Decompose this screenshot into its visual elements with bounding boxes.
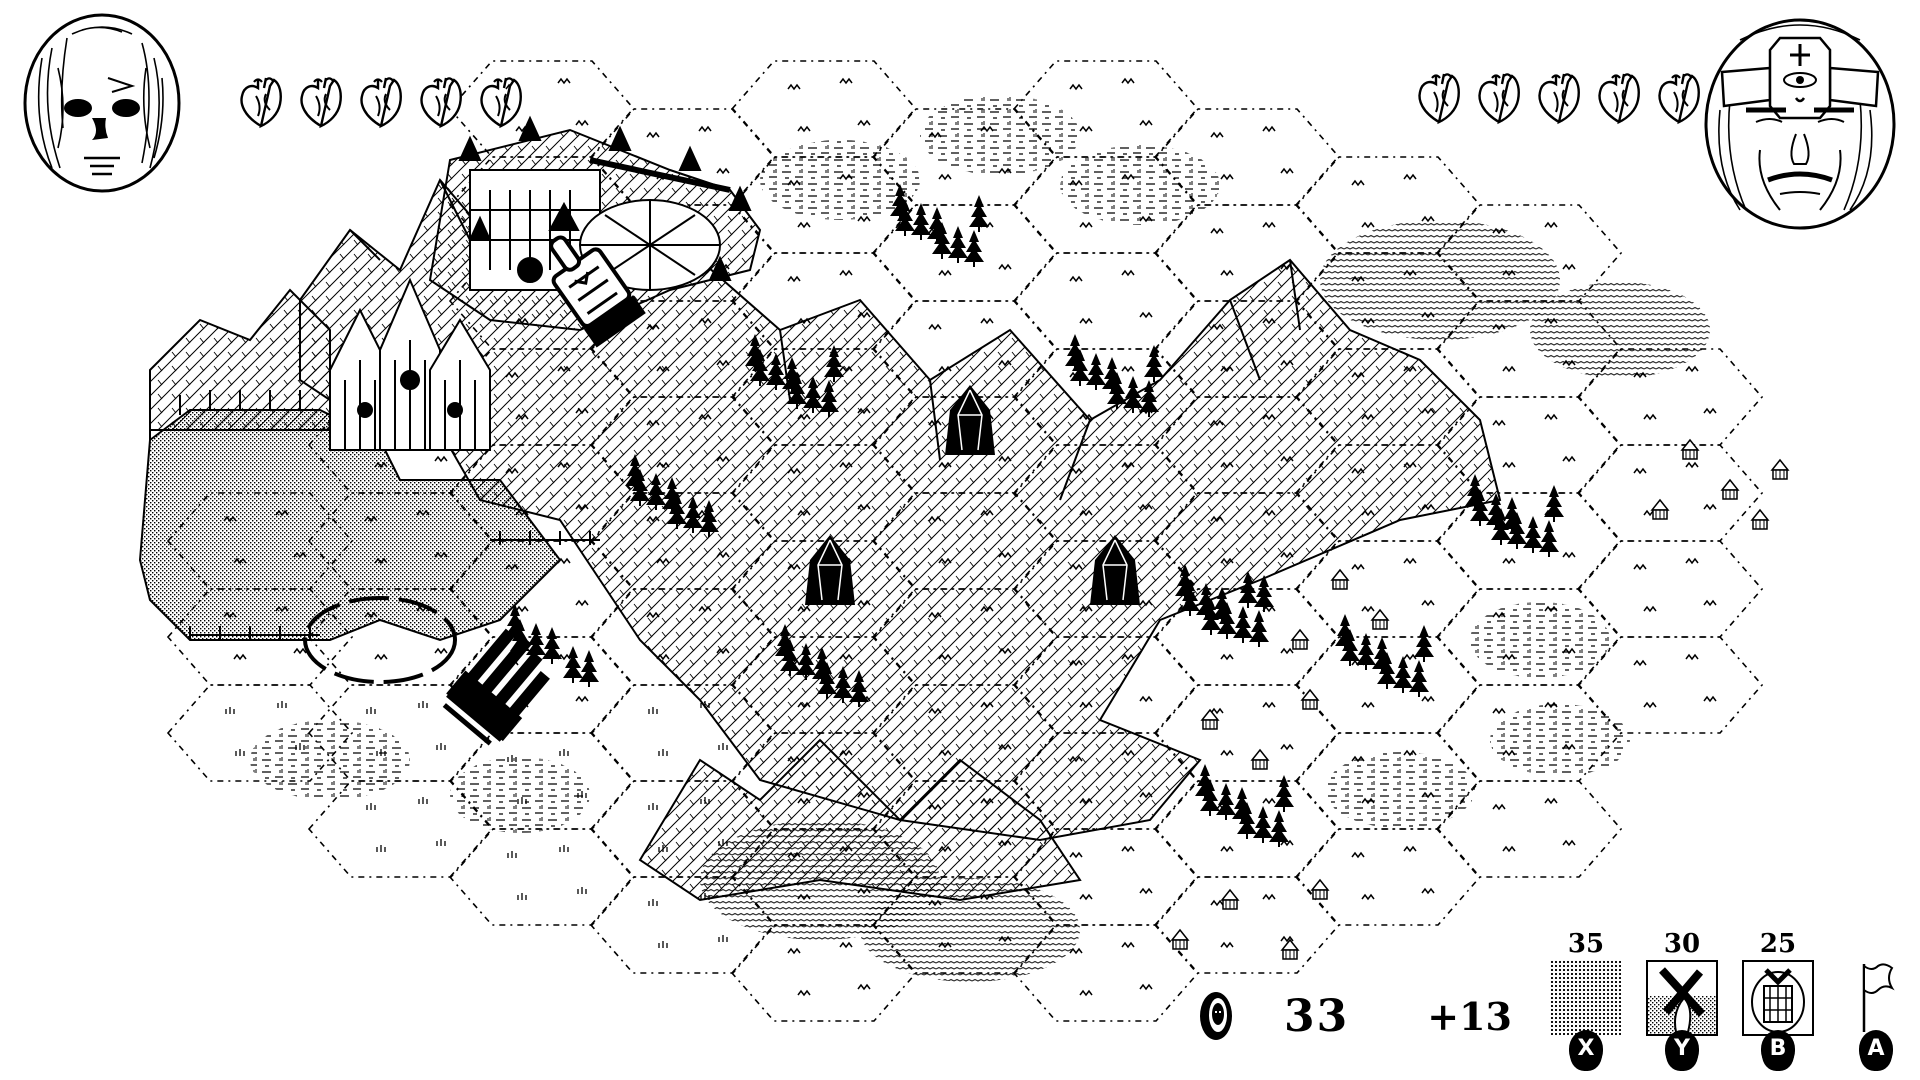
hex-tile[interactable] <box>1294 156 1482 254</box>
hex-tile[interactable] <box>1153 108 1341 206</box>
hex-tile[interactable] <box>1294 540 1482 638</box>
hex-tile[interactable] <box>730 60 918 158</box>
terrain-field-icon <box>1550 960 1622 1036</box>
heart-icon <box>1418 72 1460 124</box>
resource-value: 33 <box>1284 990 1350 1042</box>
skull-coin-icon <box>1200 992 1232 1040</box>
action-cost: 25 <box>1759 929 1797 959</box>
hex-tile[interactable] <box>1576 348 1764 446</box>
left-player-portrait <box>22 8 182 194</box>
heart-icon <box>1478 72 1520 124</box>
crystal-tent[interactable] <box>945 385 995 455</box>
button-a[interactable]: A <box>1859 1030 1893 1068</box>
button-b[interactable]: B <box>1761 1030 1795 1068</box>
hex-tile[interactable] <box>1576 540 1764 638</box>
windmill-icon <box>1646 960 1718 1036</box>
button-x[interactable]: X <box>1569 1030 1603 1068</box>
action-tower[interactable]: 25 B <box>1738 930 1818 1068</box>
right-player-hearts <box>1414 70 1704 126</box>
wetland-tiles <box>700 220 1710 982</box>
white-flag-icon <box>1840 960 1912 1036</box>
action-surrender-flag[interactable]: A <box>1836 930 1916 1068</box>
hex-tile[interactable] <box>1153 876 1341 974</box>
hex-tile[interactable] <box>448 60 636 158</box>
resource-counter: 33 +13 <box>1196 990 1512 1042</box>
action-windmill[interactable]: 30 Y <box>1642 930 1722 1068</box>
selection-ring <box>303 596 457 684</box>
crystal-tent[interactable] <box>1090 535 1140 605</box>
left-player-hearts <box>236 74 526 130</box>
tower-icon <box>1742 960 1814 1036</box>
hex-tile[interactable] <box>1576 636 1764 734</box>
hex-tile[interactable] <box>1012 60 1200 158</box>
hex-tile[interactable] <box>1435 204 1623 302</box>
right-player-portrait <box>1700 10 1900 234</box>
heart-icon <box>1658 72 1700 124</box>
hex-tile[interactable] <box>1435 780 1623 878</box>
hex-tile[interactable] <box>1012 252 1200 350</box>
action-terrain-field[interactable]: 35 X <box>1546 930 1626 1068</box>
pointing-hand-cursor <box>549 235 646 348</box>
heart-icon <box>360 76 402 128</box>
action-cost: 30 <box>1663 929 1701 959</box>
cathedral[interactable] <box>329 277 491 451</box>
crystal-tent[interactable] <box>805 535 855 605</box>
heart-icon <box>240 76 282 128</box>
hex-tile[interactable] <box>1576 444 1764 542</box>
hex-tile[interactable] <box>1294 828 1482 926</box>
heart-icon <box>420 76 462 128</box>
action-cost <box>1836 930 1916 960</box>
heart-icon <box>300 76 342 128</box>
grasping-hand <box>442 628 550 746</box>
button-y[interactable]: Y <box>1665 1030 1699 1068</box>
heart-icon <box>1538 72 1580 124</box>
marsh-tiles <box>250 95 1630 833</box>
hex-tile[interactable] <box>448 828 636 926</box>
income-value: +13 <box>1427 993 1512 1039</box>
heart-icon <box>480 76 522 128</box>
hex-tile[interactable] <box>166 588 354 686</box>
heart-icon <box>1598 72 1640 124</box>
action-cost: 35 <box>1567 929 1605 959</box>
